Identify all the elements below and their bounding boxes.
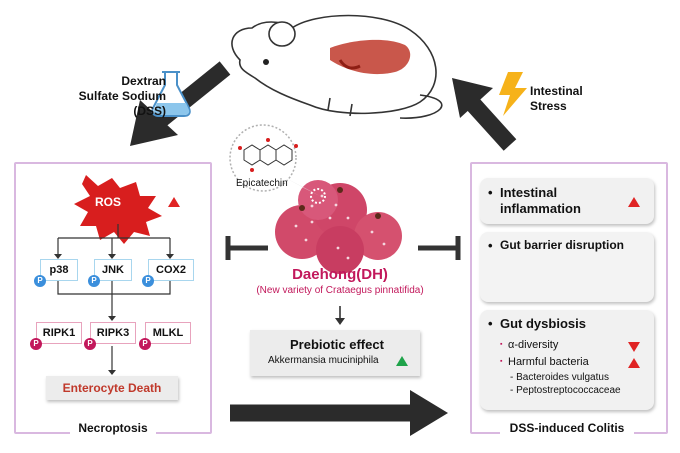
left-inhibition-bar <box>225 236 268 260</box>
ros-starburst <box>74 175 162 244</box>
bullet: • <box>488 316 493 331</box>
inflammation-line-1: Intestinal <box>500 185 558 200</box>
epicatechin-callout <box>229 124 326 204</box>
mouse-illustration <box>231 14 443 119</box>
bacteria-1: - Bacteroides vulgatus <box>510 372 609 383</box>
lightning-icon <box>499 72 527 116</box>
phospho-icon: P <box>142 275 154 287</box>
inflammation-up-icon <box>628 197 640 207</box>
ripk3-box: RIPK3 <box>90 322 136 344</box>
cox2-box: COX2 <box>148 259 194 281</box>
necroptosis-title: Necroptosis <box>70 421 156 435</box>
stress-label-line-1: Intestinal <box>530 84 583 98</box>
bottom-arrow <box>230 390 448 436</box>
ros-label: ROS <box>95 195 122 209</box>
stress-label: Intestinal Stress <box>530 84 583 114</box>
diversity-label: α-diversity <box>508 339 559 351</box>
prebiotic-title: Prebiotic effect <box>290 337 384 352</box>
colitis-title: DSS-induced Colitis <box>500 421 634 435</box>
dss-label-line-1: Dextran <box>121 74 166 88</box>
pathway-arrowheads <box>54 254 174 375</box>
jnk-box: JNK <box>94 259 132 281</box>
sub-bullet: ▪ <box>500 341 503 348</box>
mlkl-box: MLKL <box>145 322 191 344</box>
phospho-icon: P <box>139 338 151 350</box>
phospho-icon: P <box>84 338 96 350</box>
p38-box: p38 <box>40 259 78 281</box>
stress-label-line-2: Stress <box>530 99 567 113</box>
prebiotic-arrow <box>335 306 345 325</box>
ros-up-icon <box>168 197 180 207</box>
stress-arrow <box>452 78 517 151</box>
phospho-icon: P <box>88 275 100 287</box>
phospho-icon: P <box>34 275 46 287</box>
enterocyte-death-box: Enterocyte Death <box>46 376 178 400</box>
dss-label-line-2: Sulfate Sodium <box>78 89 166 103</box>
barrier-card: • Gut barrier disruption <box>480 232 654 302</box>
bacteria-2: - Peptostreptococcaceae <box>510 385 621 396</box>
daehong-subtitle: (New variety of Crataegus pinnatifida) <box>256 285 424 296</box>
diversity-down-icon <box>628 342 640 352</box>
dysbiosis-card: • Gut dysbiosis ▪ α-diversity ▪ Harmful … <box>480 310 654 410</box>
harmful-label: Harmful bacteria <box>508 356 589 368</box>
inflammation-card: • Intestinal inflammation <box>480 178 654 224</box>
harmful-up-icon <box>628 358 640 368</box>
inflammation-line-2: inflammation <box>500 201 581 216</box>
pathway-connectors <box>57 224 171 372</box>
bullet: • <box>488 185 493 200</box>
sub-bullet: ▪ <box>500 358 503 365</box>
prebiotic-item: Akkermansia muciniphila <box>268 355 379 366</box>
daehong-name: Daehong(DH) <box>292 266 388 283</box>
hawthorn-fruits <box>275 180 402 274</box>
epicatechin-label: Epicatechin <box>236 178 288 189</box>
barrier-label: Gut barrier disruption <box>500 238 625 252</box>
prebiotic-box: Prebiotic effect Akkermansia muciniphila <box>250 330 420 376</box>
ripk1-box: RIPK1 <box>36 322 82 344</box>
akkermansia-up-icon <box>396 356 408 366</box>
bullet: • <box>488 238 493 253</box>
phospho-icon: P <box>30 338 42 350</box>
inflammation-label: Intestinal inflammation <box>500 185 581 217</box>
flask-icon <box>151 71 191 117</box>
dss-label-line-3: (DSS) <box>133 104 166 118</box>
dysbiosis-label: Gut dysbiosis <box>500 316 586 331</box>
dss-label: Dextran Sulfate Sodium (DSS) <box>76 74 166 119</box>
right-inhibition-bar <box>418 236 461 260</box>
